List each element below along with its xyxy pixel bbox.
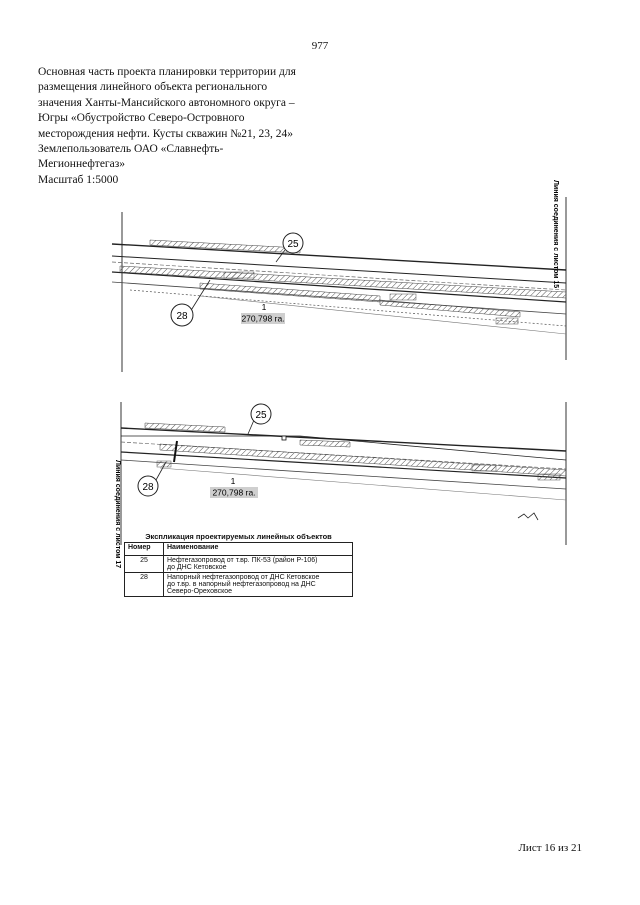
legend-header-row: Номер Наименование: [124, 542, 353, 556]
callout-label: 25: [287, 239, 299, 250]
object-name-line: Напорный нефтегазопровод от ДНС Кетовско…: [167, 574, 320, 581]
legend-column-name: Наименование: [163, 542, 353, 556]
area-value: 270,798 га.: [241, 314, 284, 324]
callout-circle: [282, 232, 304, 254]
callout-label: 25: [255, 410, 267, 421]
area-label-box: [210, 487, 258, 498]
scale-label: Масштаб 1:5000: [38, 173, 119, 186]
header-line: Югры «Обустройство Северо-Островного: [38, 112, 245, 125]
callout-label: 28: [176, 311, 188, 322]
table-row: 25 Нефтегазопровод от т.вр. ПК-53 (район…: [124, 555, 353, 573]
object-name-line: Нефтегазопровод от т.вр. ПК-53 (район Р-…: [167, 557, 318, 564]
area-label-box: [241, 313, 285, 324]
header-line: Основная часть проекта планировки террит…: [38, 66, 296, 78]
object-name-line: до т.вр. в напорный нефтегазопровод на Д…: [167, 581, 316, 588]
callout-label: 28: [142, 482, 154, 493]
header-line: месторождения нефти. Кусты скважин №21, …: [38, 127, 293, 140]
header-line: Землепользователь ОАО «Славнефть-: [38, 143, 224, 156]
callout-circle: [137, 475, 159, 497]
legend-title: Экспликация проектируемых линейных объек…: [145, 532, 332, 541]
object-number: 28: [124, 572, 164, 597]
legend-grid: Номер Наименование 25 Нефтегазопровод от…: [124, 542, 353, 597]
object-name-line: Северо-Ореховское: [167, 588, 233, 595]
page-number: 977: [311, 40, 329, 52]
area-number: 1: [262, 302, 267, 312]
map-fragment-bottom: 25 28 1 270,798 га. Линия соединения с л…: [114, 402, 567, 568]
header-line: значения Ханты-Мансийского автономного о…: [38, 96, 295, 109]
legend-table: Экспликация проектируемых линейных объек…: [124, 531, 353, 597]
header-line: размещения линейного объекта регионально…: [38, 81, 268, 94]
object-number: 25: [124, 555, 164, 573]
callout-circle: [170, 303, 194, 327]
area-number: 1: [231, 476, 236, 486]
connection-line-label: Линия соединения с листом 17: [114, 460, 121, 568]
header-line: Мегионнефтегаз»: [38, 158, 126, 171]
object-name: Нефтегазопровод от т.вр. ПК-53 (район Р-…: [163, 555, 353, 573]
area-value: 270,798 га.: [212, 488, 255, 498]
sheet-number: Лист 16 из 21: [518, 842, 582, 854]
callout-circle: [250, 403, 272, 425]
document-header: Основная часть проекта планировки террит…: [38, 65, 328, 188]
object-name: Напорный нефтегазопровод от ДНС Кетовско…: [163, 572, 353, 597]
connection-line-label: Линия соединения с листом 15: [552, 180, 559, 288]
north-arrow-icon: [517, 512, 539, 521]
table-row: 28 Напорный нефтегазопровод от ДНС Кетов…: [124, 572, 353, 597]
map-fragment-top: 25 28 1 270,798 га. Линия соединения с л…: [111, 180, 567, 372]
legend-column-number: Номер: [124, 542, 164, 556]
object-name-line: до ДНС Кетовское: [167, 564, 227, 571]
